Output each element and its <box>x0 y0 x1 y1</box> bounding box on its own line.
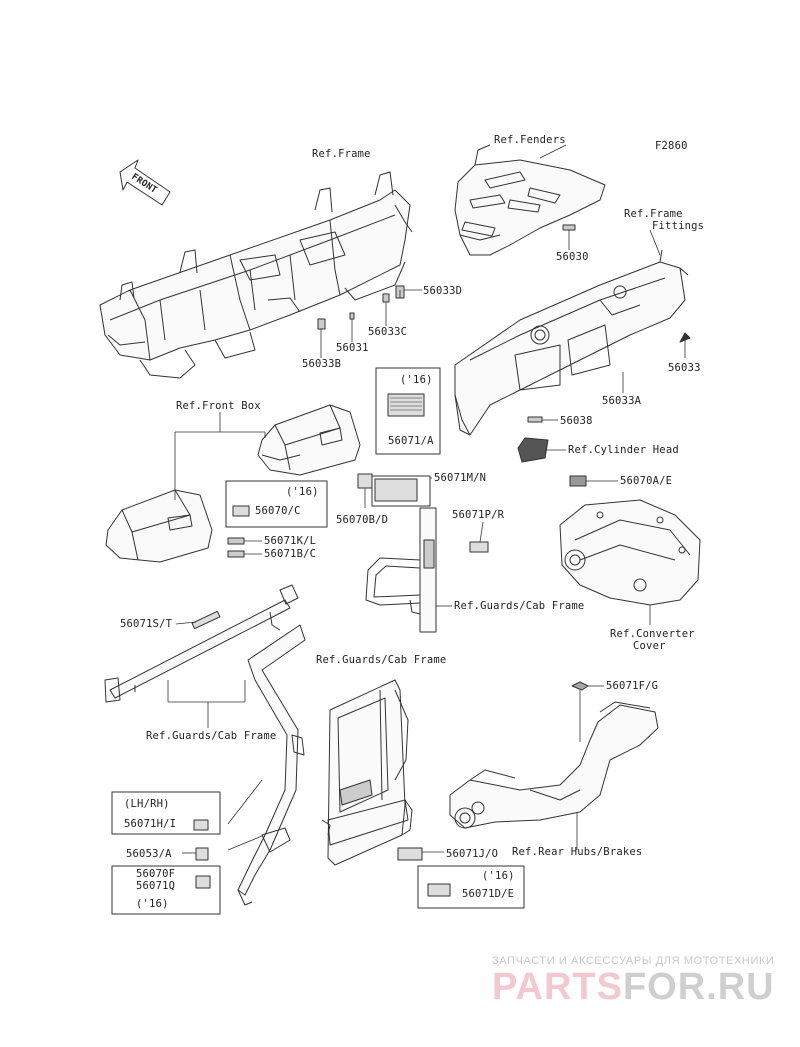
part-56071HI: 56071H/I <box>124 818 177 830</box>
part-56071Q: 56071Q <box>136 880 176 892</box>
part-56070AE: 56070A/E <box>620 475 673 487</box>
watermark-brand-a: PARTS <box>492 966 623 1008</box>
part-56071JO: 56071J/O <box>446 848 499 860</box>
part-56033A: 56033A <box>602 395 642 407</box>
note-y16-c: ('16) <box>136 898 169 910</box>
part-56071ST: 56071S/T <box>120 618 173 630</box>
note-lhrh: (LH/RH) <box>124 798 170 810</box>
ref-guards-cab-label-2: Ref.Guards/Cab Frame <box>316 654 447 666</box>
part-56070F: 56070F <box>136 868 176 880</box>
ref-rear-hubs-label: Ref.Rear Hubs/Brakes <box>512 846 643 858</box>
part-56071MN: 56071M/N <box>434 472 487 484</box>
note-y16-b: ('16) <box>286 486 319 498</box>
watermark-logo: PARTSFOR.RU <box>492 966 775 1009</box>
tube-rail-illustration <box>104 584 299 703</box>
part-56071FG: 56071F/G <box>606 680 659 692</box>
part-56053A: 56053/A <box>126 848 172 860</box>
part-56071BC: 56071B/C <box>264 548 317 560</box>
part-56071KL: 56071K/L <box>264 535 317 547</box>
converter-cover-illustration <box>559 499 701 606</box>
rops-post-illustration <box>237 624 306 906</box>
part-56071DE: 56071D/E <box>462 888 515 900</box>
ref-guards-cab-label-3: Ref.Guards/Cab Frame <box>146 730 277 742</box>
rear-hubs-illustration <box>449 701 659 829</box>
note-y16-d: ('16) <box>482 870 515 882</box>
frame-illustration <box>99 171 413 379</box>
ref-fenders-label: Ref.Fenders <box>494 134 566 146</box>
part-56031: 56031 <box>336 342 369 354</box>
ref-front-box-label: Ref.Front Box <box>176 400 261 412</box>
fender-illustration <box>454 144 606 256</box>
front-arrow-icon <box>119 159 171 206</box>
part-56030: 56030 <box>556 251 589 263</box>
watermark-brand-b: FOR.RU <box>622 966 775 1008</box>
ref-frame-label: Ref.Frame <box>312 148 371 160</box>
ref-frame-fittings-label-1: Ref.Frame <box>624 208 683 220</box>
part-56070C: 56070/C <box>255 505 301 517</box>
frame-fittings-illustration <box>454 249 691 436</box>
front-box-upper-illustration <box>257 404 361 476</box>
part-56033B: 56033B <box>302 358 342 370</box>
ref-guards-cab-label-1: Ref.Guards/Cab Frame <box>454 600 585 612</box>
front-box-lower-illustration <box>105 489 213 563</box>
ref-converter-label-2: Cover <box>633 640 666 652</box>
part-56033: 56033 <box>668 362 701 374</box>
figure-code: F2860 <box>655 140 688 152</box>
ref-frame-fittings-label-2: Fittings <box>652 220 705 232</box>
part-56071A: 56071/A <box>388 435 434 447</box>
part-56038: 56038 <box>560 415 593 427</box>
part-56071PR: 56071P/R <box>452 509 505 521</box>
part-56033D: 56033D <box>423 285 463 297</box>
note-y16-a: ('16) <box>400 374 433 386</box>
part-56070BD: 56070B/D <box>336 514 389 526</box>
cab-frame-illustration <box>321 679 413 866</box>
part-56033C: 56033C <box>368 326 408 338</box>
ref-converter-label-1: Ref.Converter <box>610 628 695 640</box>
ref-cylinder-head-label: Ref.Cylinder Head <box>568 444 679 456</box>
guard-frame-mid-illustration <box>365 507 437 633</box>
watermark-caption: ЗАПЧАСТИ И АКСЕССУАРЫ ДЛЯ МОТОТЕХНИКИ <box>492 955 775 967</box>
